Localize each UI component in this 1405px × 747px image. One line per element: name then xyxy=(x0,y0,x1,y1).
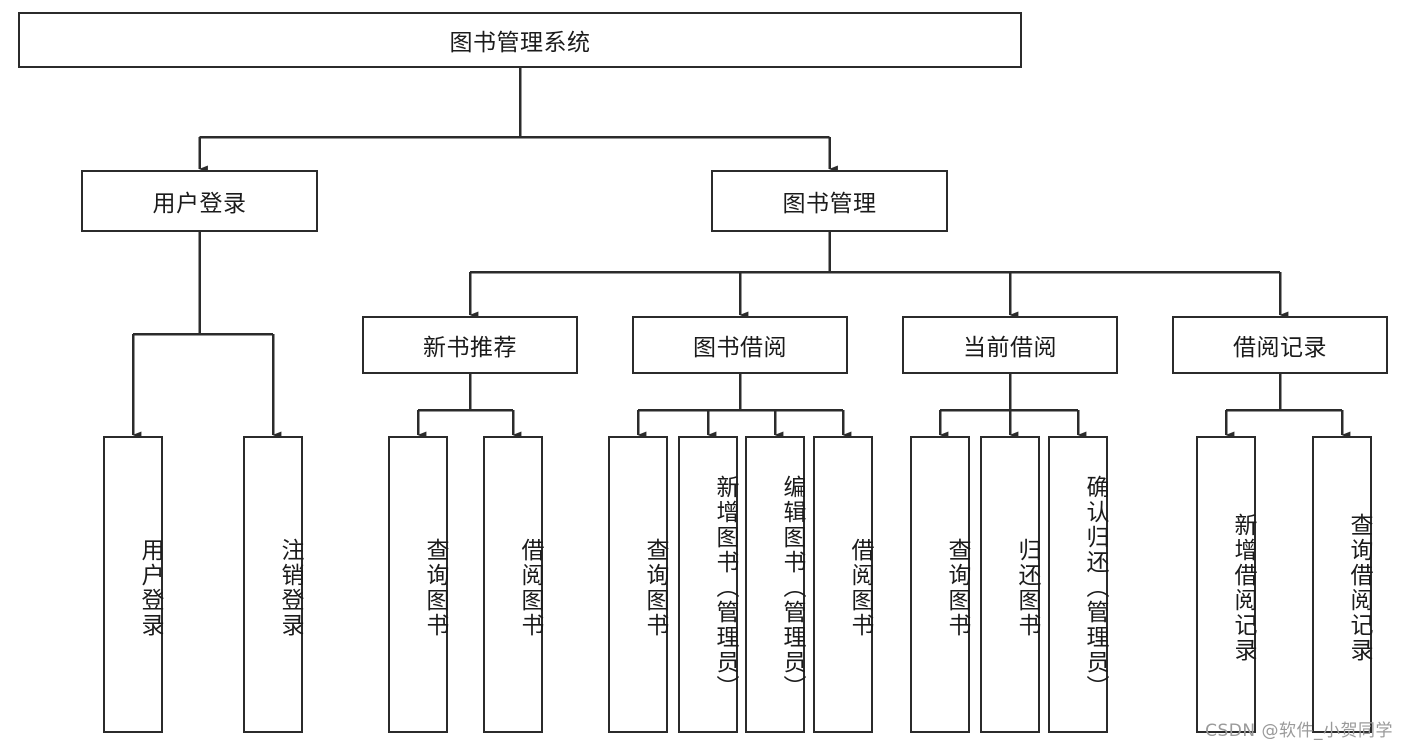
diagram-node-label: 查询借阅记录 xyxy=(1346,512,1372,663)
diagram-node-label: 用户登录 xyxy=(137,537,163,638)
diagram-node-leaf9[interactable]: 查询图书 xyxy=(910,436,970,733)
diagram-node-label: 图书管理系统 xyxy=(449,30,591,56)
diagram-node-label: 注销登录 xyxy=(277,537,303,638)
diagram-node-leaf4[interactable]: 借阅图书 xyxy=(483,436,543,733)
diagram-node-newbook[interactable]: 新书推荐 xyxy=(362,316,578,374)
diagram-node-records[interactable]: 借阅记录 xyxy=(1172,316,1388,374)
diagram-node-leaf5[interactable]: 查询图书 xyxy=(608,436,668,733)
diagram-node-leaf8[interactable]: 借阅图书 xyxy=(813,436,873,733)
diagram-node-label: 用户登录 xyxy=(152,191,247,217)
diagram-node-label: 查询图书 xyxy=(944,537,970,638)
diagram-node-leaf1[interactable]: 用户登录 xyxy=(103,436,163,733)
diagram-node-label: 编辑图书（管理员） xyxy=(779,475,805,700)
diagram-node-label: 新增借阅记录 xyxy=(1230,512,1256,663)
diagram-node-label: 借阅图书 xyxy=(517,537,543,638)
diagram-node-leaf13[interactable]: 查询借阅记录 xyxy=(1312,436,1372,733)
diagram-node-borrow[interactable]: 图书借阅 xyxy=(632,316,848,374)
diagram-node-leaf7[interactable]: 编辑图书（管理员） xyxy=(745,436,805,733)
diagram-node-root[interactable]: 图书管理系统 xyxy=(18,12,1022,68)
watermark-label: CSDN @软件_小贺同学 xyxy=(1205,721,1393,741)
diagram-node-label: 借阅记录 xyxy=(1233,335,1327,361)
diagram-node-leaf12[interactable]: 新增借阅记录 xyxy=(1196,436,1256,733)
diagram-node-leaf2[interactable]: 注销登录 xyxy=(243,436,303,733)
diagram-node-leaf3[interactable]: 查询图书 xyxy=(388,436,448,733)
diagram-node-bookmgmt[interactable]: 图书管理 xyxy=(711,170,948,232)
diagram-node-login[interactable]: 用户登录 xyxy=(81,170,318,232)
diagram-node-label: 图书借阅 xyxy=(693,335,787,361)
diagram-node-label: 图书管理 xyxy=(782,191,877,217)
diagram-node-current[interactable]: 当前借阅 xyxy=(902,316,1118,374)
diagram-node-label: 归还图书 xyxy=(1014,537,1040,638)
diagram-node-label: 查询图书 xyxy=(422,537,448,638)
diagram-node-label: 当前借阅 xyxy=(963,335,1057,361)
diagram-node-leaf6[interactable]: 新增图书（管理员） xyxy=(678,436,738,733)
diagram-node-leaf11[interactable]: 确认归还（管理员） xyxy=(1048,436,1108,733)
diagram-node-label: 新增图书（管理员） xyxy=(712,475,738,700)
diagram-node-label: 确认归还（管理员） xyxy=(1082,475,1108,700)
diagram-node-label: 新书推荐 xyxy=(423,335,517,361)
diagram-node-leaf10[interactable]: 归还图书 xyxy=(980,436,1040,733)
diagram-node-label: 借阅图书 xyxy=(847,537,873,638)
diagram-node-label: 查询图书 xyxy=(642,537,668,638)
